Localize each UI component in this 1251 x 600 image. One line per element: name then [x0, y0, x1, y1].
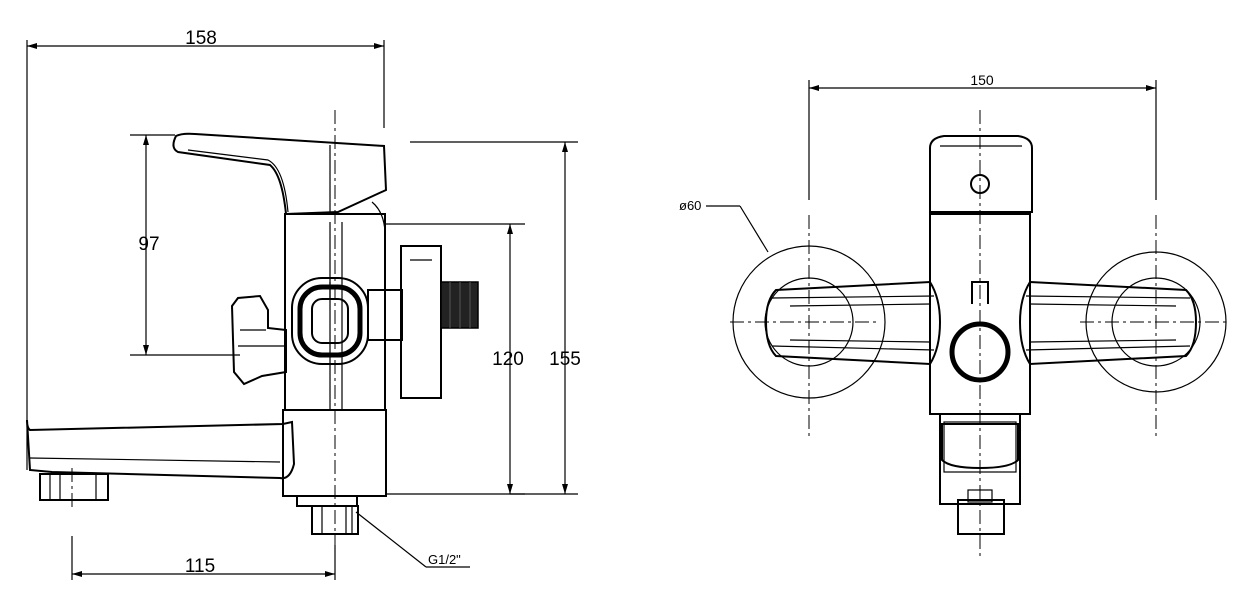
spout: [26, 419, 296, 510]
thread-callout: G1/2": [355, 511, 470, 568]
lever-handle: [172, 132, 388, 216]
dim-lever-height-label: 97: [138, 234, 159, 255]
side-view: 158 97: [26, 28, 581, 580]
dim-body-height-label: 120: [492, 349, 524, 370]
dimension-total-height: 155: [410, 141, 581, 495]
thread-label: G1/2": [428, 552, 461, 567]
front-lever: [929, 135, 1033, 213]
dim-escutcheon-diameter-label: ø60: [679, 198, 701, 213]
dimension-inlet-centers: 150: [808, 72, 1157, 200]
dimension-body-height: 120: [384, 223, 525, 495]
escutcheon-diameter-callout: ø60: [679, 198, 769, 253]
eccentric-connector: [367, 245, 479, 399]
bottom-outlet: [296, 495, 359, 535]
dim-spout-reach-label: 115: [185, 556, 215, 577]
right-arm: [1018, 280, 1198, 366]
front-view: 150 ø60: [679, 72, 1230, 560]
dimension-lever-height: 97: [130, 134, 240, 356]
dimension-spout-reach: 115: [71, 536, 336, 580]
diverter-knob: [230, 294, 287, 386]
dim-overall-width-label: 158: [185, 28, 217, 49]
dim-inlet-centers-label: 150: [970, 72, 994, 88]
dimension-overall-width: 158: [26, 28, 385, 470]
dim-total-height-label: 155: [549, 349, 581, 370]
